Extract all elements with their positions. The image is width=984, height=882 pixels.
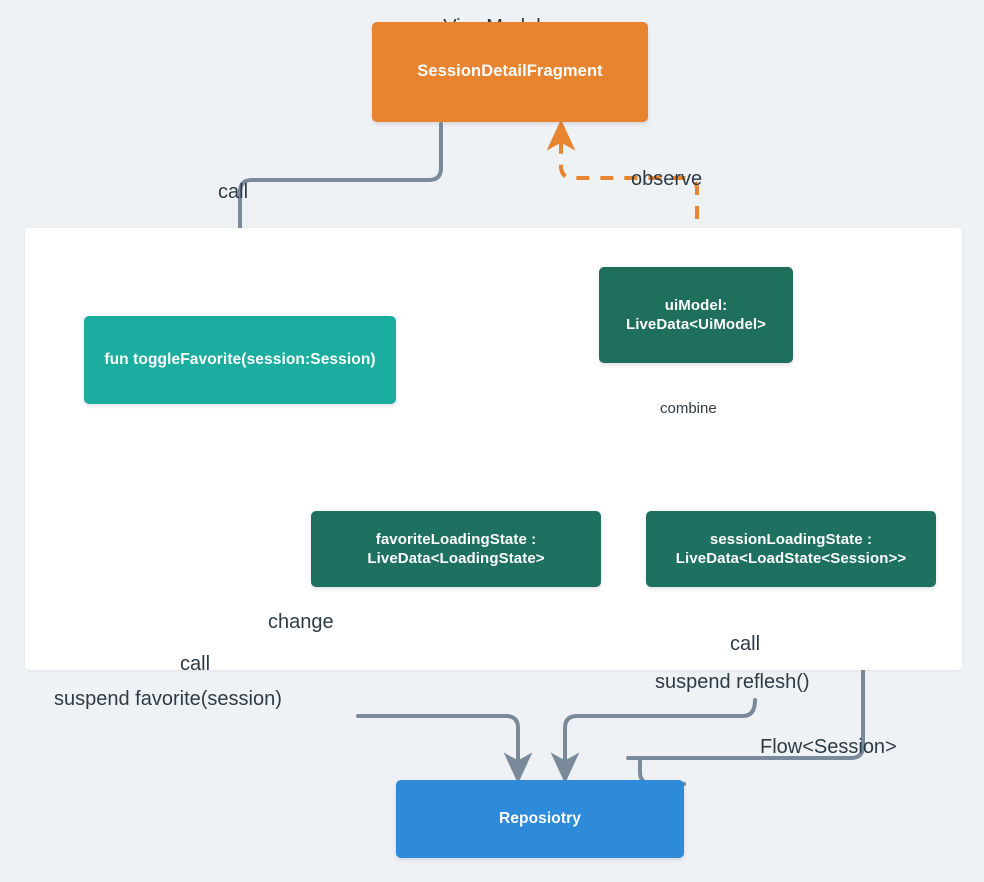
node-ui-model-label: uiModel: LiveData<UiModel> — [625, 296, 767, 333]
node-session-loading-state-label: sessionLoadingState : LiveData<LoadState… — [675, 530, 907, 567]
node-session-loading-state[interactable]: sessionLoadingState : LiveData<LoadState… — [646, 511, 936, 587]
node-repository-label: Reposiotry — [499, 810, 581, 828]
edge-call-fragment-to-toggle — [225, 122, 443, 322]
edge-observe-uimodel-to-fragment — [546, 119, 699, 267]
edge-label-suspend-favorite: suspend favorite(session) — [54, 688, 282, 710]
viewmodel-panel — [25, 228, 962, 670]
node-session-detail-fragment-label: SessionDetailFragment — [417, 62, 603, 81]
edge-suspend-reflesh-to-repository — [550, 698, 757, 784]
node-session-detail-fragment[interactable]: SessionDetailFragment — [372, 22, 648, 122]
edge-label-observe: observe — [631, 168, 703, 190]
node-ui-model[interactable]: uiModel: LiveData<UiModel> — [599, 267, 793, 363]
edge-label-call-repository-to-session-state: call — [730, 633, 761, 655]
edge-flow-session — [626, 583, 878, 761]
node-favorite-loading-state-label: favoriteLoadingState : LiveData<LoadingS… — [367, 530, 545, 567]
edge-suspend-favorite-to-repository — [356, 714, 533, 784]
node-favorite-loading-state[interactable]: favoriteLoadingState : LiveData<LoadingS… — [311, 511, 601, 587]
edge-label-flow-session: Flow<Session> — [760, 736, 897, 758]
edge-label-combine: combine — [660, 400, 717, 417]
edge-label-change: change — [268, 611, 334, 633]
node-toggle-favorite[interactable]: fun toggleFavorite(session:Session) — [84, 316, 396, 404]
node-toggle-favorite-label: fun toggleFavorite(session:Session) — [104, 351, 376, 369]
edge-label-call-repository-to-toggle: call — [180, 653, 211, 675]
edge-label-call-fragment-to-toggle: call — [218, 181, 249, 203]
edge-label-suspend-reflesh: suspend reflesh() — [655, 671, 810, 693]
node-repository[interactable]: Reposiotry — [396, 780, 684, 858]
